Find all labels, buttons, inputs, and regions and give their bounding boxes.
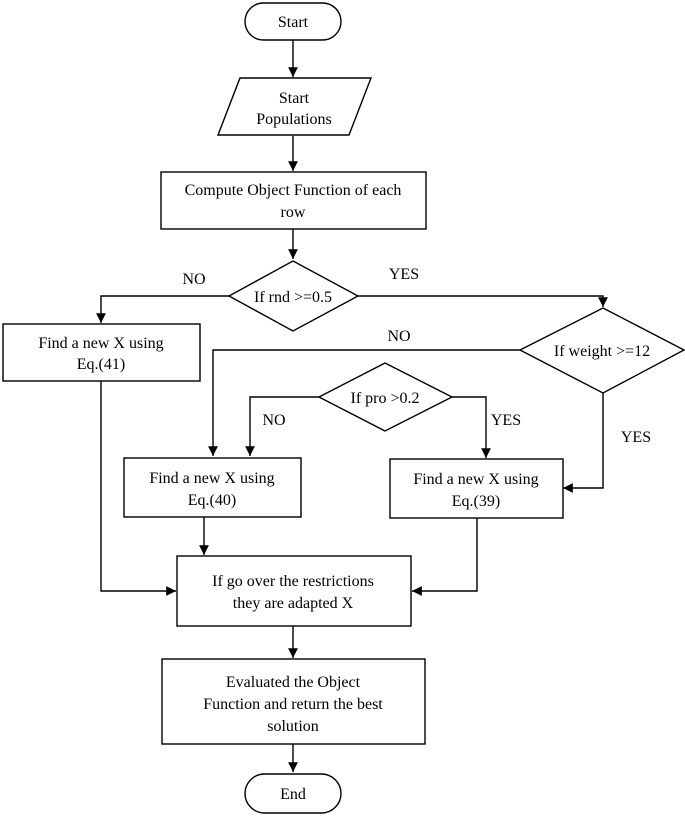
decision-pro-label: If pro >0.2 xyxy=(350,390,419,407)
compute-label-line1: Compute Object Function of each xyxy=(185,182,402,199)
process-eq41: Find a new X using Eq.(41) xyxy=(2,323,201,382)
eval-label-line2: Function and return the best xyxy=(203,696,383,713)
restrict-label-line1: If go over the restrictions xyxy=(212,573,374,590)
edge-label-rnd-yes: YES xyxy=(389,266,419,283)
eq39-label-line1: Find a new X using xyxy=(413,471,538,488)
arrow-rnd-yes xyxy=(358,295,608,307)
edge-labels: NO YES NO YES NO YES xyxy=(182,266,651,446)
edge-label-weight-yes: YES xyxy=(621,429,651,446)
input-label-line2: Populations xyxy=(256,111,332,128)
restrict-label-line2: they are adapted X xyxy=(233,595,354,612)
eval-label-line3: solution xyxy=(267,718,319,735)
start-terminator: Start xyxy=(244,2,342,41)
eval-label-line1: Evaluated the Object xyxy=(226,674,361,691)
eq40-label-line1: Find a new X using xyxy=(149,470,274,487)
arrow-rnd-no xyxy=(96,295,229,323)
process-eq39: Find a new X using Eq.(39) xyxy=(389,458,564,519)
arrow-pro-yes xyxy=(452,396,491,458)
restrictions-process: If go over the restrictions they are ada… xyxy=(176,555,412,627)
compute-process: Compute Object Function of each row xyxy=(160,171,427,230)
process-eq40: Find a new X using Eq.(40) xyxy=(123,457,302,518)
connectors xyxy=(96,40,608,772)
edge-label-pro-yes: YES xyxy=(491,412,521,429)
arrow-eq39-to-restrict xyxy=(412,518,478,596)
edge-label-weight-no: NO xyxy=(387,328,410,345)
edge-label-pro-no: NO xyxy=(262,412,285,429)
edge-label-rnd-no: NO xyxy=(182,271,205,288)
input-parallelogram: Start Populations xyxy=(216,77,373,136)
end-terminator: End xyxy=(244,773,342,814)
compute-label-line2: row xyxy=(281,204,306,221)
eq39-label-line2: Eq.(39) xyxy=(452,493,500,510)
decision-rnd: If rnd >=0.5 xyxy=(227,260,360,332)
arrow-weight-no xyxy=(208,349,520,456)
eq40-label-line2: Eq.(40) xyxy=(188,492,236,509)
decision-weight: If weight >=12 xyxy=(518,307,685,394)
decision-weight-label: If weight >=12 xyxy=(554,343,650,360)
start-label: Start xyxy=(278,14,309,31)
evaluate-process: Evaluated the Object Function and return… xyxy=(161,658,426,745)
arrow-eq41-to-restrict xyxy=(100,381,176,596)
arrow-weight-yes xyxy=(563,393,604,493)
decision-rnd-label: If rnd >=0.5 xyxy=(254,289,332,306)
decision-pro: If pro >0.2 xyxy=(317,362,454,432)
eq41-label-line2: Eq.(41) xyxy=(77,356,125,373)
eq41-label-line1: Find a new X using xyxy=(38,335,163,352)
input-label-line1: Start xyxy=(279,90,310,107)
end-label: End xyxy=(280,786,306,803)
arrow-pro-no xyxy=(245,396,319,456)
